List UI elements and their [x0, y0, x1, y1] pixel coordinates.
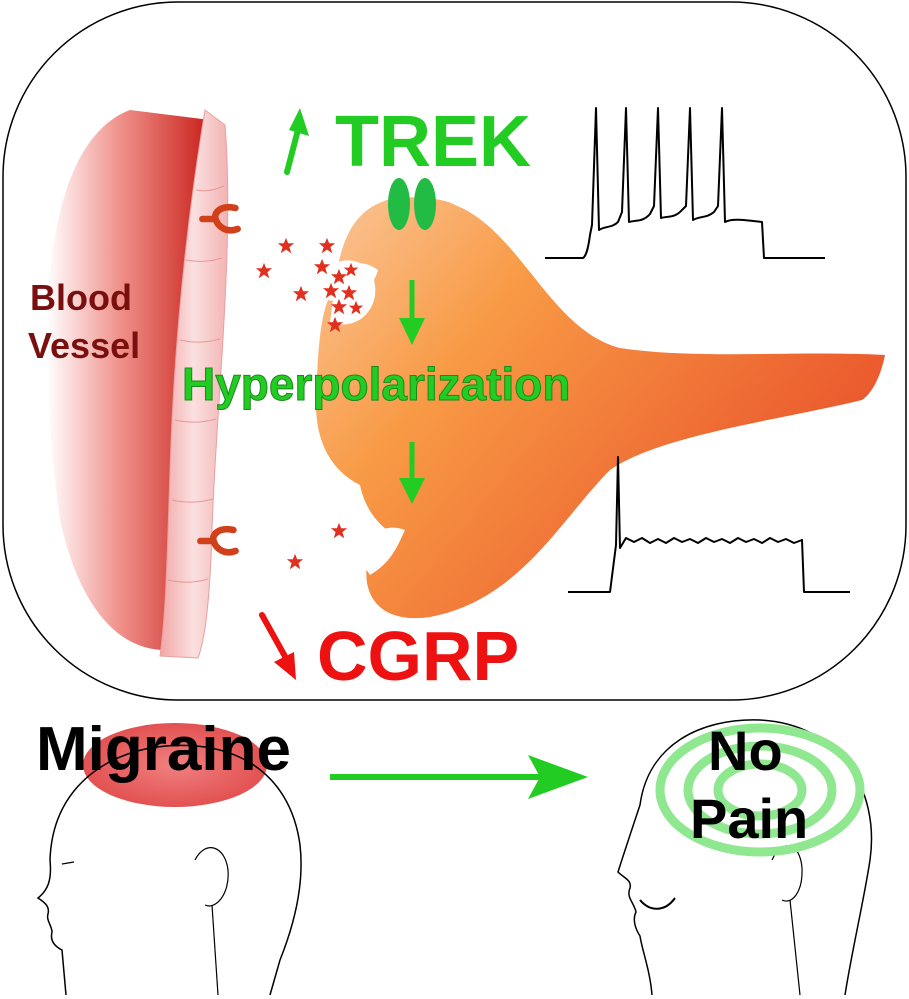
trek-label: TREK [335, 102, 531, 182]
migraine-neck [211, 904, 219, 996]
blood-vessel [46, 109, 229, 659]
no-pain-face-profile [617, 804, 653, 996]
vessel-wall [159, 109, 229, 659]
blood-vessel-label-line2: Vessel [28, 325, 140, 366]
trek-channel-icon [388, 178, 436, 230]
signal-down-arrow-icon [399, 442, 425, 504]
no-pain-smile [639, 897, 676, 910]
migraine-brow [61, 861, 75, 865]
migraine-pain-spot [83, 723, 267, 807]
calm-ring-outer [655, 723, 865, 857]
trek-up-arrow-icon [284, 108, 309, 175]
neuron-body [315, 197, 885, 619]
no-pain-head [617, 719, 873, 996]
vessel-wall-segments [167, 185, 225, 583]
firing-trace [545, 107, 825, 259]
no-pain-label-line2: Pain [690, 787, 808, 850]
cgrp-label: CGRP [317, 617, 519, 695]
hyperpolarization-label: Hyperpolarization [182, 358, 571, 410]
migraine-head-outline [49, 744, 302, 996]
calm-ring-inner [713, 759, 807, 821]
migraine-face-profile [36, 859, 67, 996]
release-site-notch [360, 527, 405, 575]
no-pain-label-line1: No [708, 719, 783, 782]
cgrp-down-arrow-icon [259, 612, 296, 680]
migraine-head [36, 723, 302, 996]
no-pain-neck [789, 899, 801, 996]
migraine-ear [194, 847, 229, 907]
hyperpolarized-trace [568, 456, 850, 593]
blood-vessel-label-line1: Blood [30, 277, 132, 318]
transition-arrow-icon [330, 755, 588, 799]
calm-ring-middle [683, 741, 837, 839]
migraine-label: Migraine [36, 715, 291, 784]
signal-down-arrow-icon [399, 280, 425, 345]
